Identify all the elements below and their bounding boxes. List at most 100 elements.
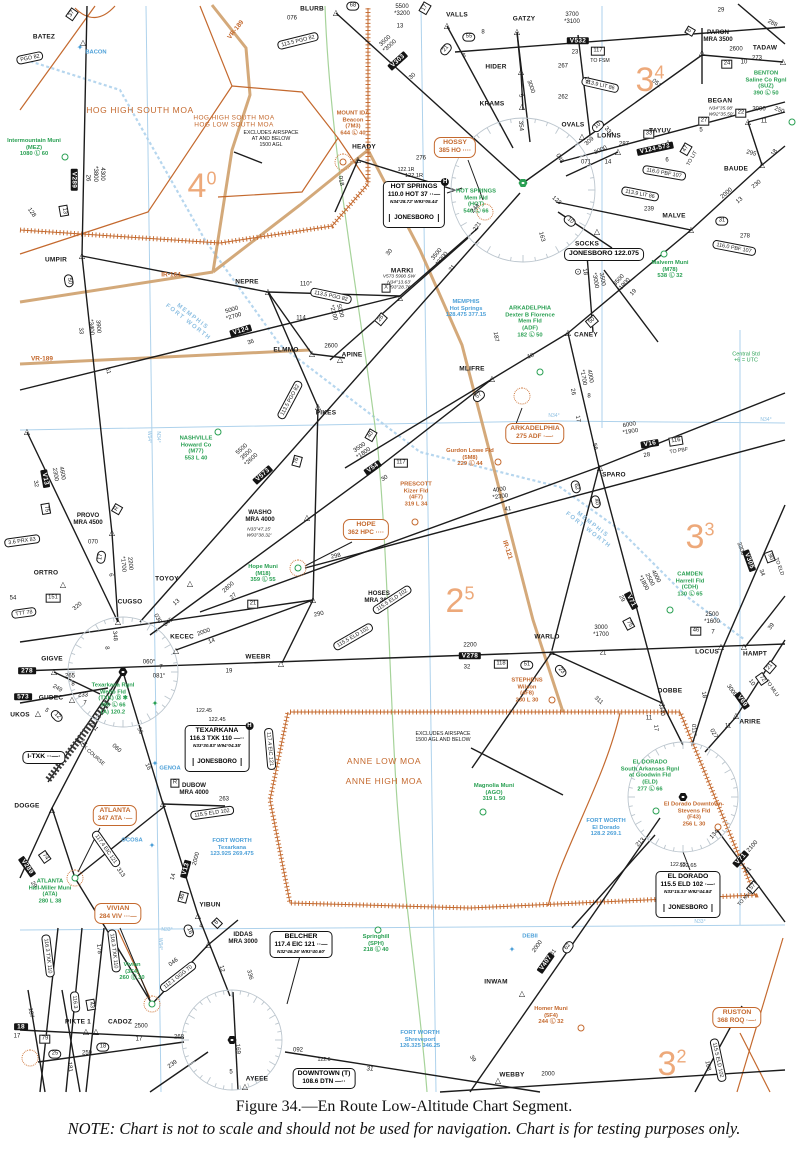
airport-label-green: ARKADELPHIA Dexter B Florence Mem Fld (A… (505, 305, 555, 338)
compass-rose (181, 989, 283, 1091)
hiwas-icon: H (245, 722, 254, 730)
route-number: 092 (292, 1047, 304, 1054)
route-number: 265 (64, 673, 76, 680)
route-number: 221 (472, 220, 483, 233)
airway-ident-box: 278 (18, 667, 36, 675)
airport-circle-green-icon (536, 368, 544, 376)
airport-label-green: Vivian (3F4) 260 Ⓛ 30 (119, 962, 145, 982)
mea-box: R (110, 502, 124, 516)
moa-name: ANNE HIGH MOA (345, 776, 423, 787)
navaid-flag: 112.1 GGG 70 (158, 960, 198, 994)
fix-triangle-icon: △ (241, 1082, 249, 1091)
fix-triangle-icon: △ (68, 695, 76, 704)
route-number: 17 (652, 724, 659, 732)
ndb-ring-icon (21, 1049, 39, 1067)
route-number: 2500 (134, 1023, 148, 1030)
route-number: 4000 *2300 (492, 486, 509, 502)
airport-circle-green-icon (660, 250, 668, 258)
route-number: 309 (583, 136, 596, 148)
route-number: 11 (645, 715, 653, 722)
fix-triangle-icon: △ (494, 1076, 502, 1085)
training-route-label: IR-164 (161, 271, 181, 279)
fix-name: MARKI (390, 267, 414, 275)
graticule-label: N34° (760, 417, 772, 424)
vortac-star-icon: ✦ (151, 699, 159, 708)
mea-box: 27 (698, 116, 710, 126)
fix-triangle-icon: △ (548, 647, 556, 656)
sector-number: 32 (657, 1045, 687, 1083)
moa-boundaries (19, 5, 784, 1093)
fix-name: IDDAS MRA 3000 (228, 930, 258, 945)
route-number: 354 (517, 120, 524, 132)
route-number: 41 (504, 506, 512, 513)
route-number: 21 (599, 650, 607, 657)
fix-triangle-icon: △ (309, 595, 317, 604)
mea-box: 17 (418, 0, 432, 16)
airport-circle-orange-icon (411, 518, 419, 526)
fix-name: TOYOY (155, 575, 179, 583)
route-number: 134 (709, 828, 721, 841)
route-number: 31 (366, 1065, 374, 1073)
note-text: TO ELD (772, 556, 785, 577)
route-number: 5000 *2200 (328, 303, 345, 322)
route-number: 26 (84, 174, 91, 182)
route-number: 045 (162, 617, 175, 629)
fix-name: GIGVE (41, 655, 63, 663)
route-number: 2600 (729, 46, 743, 53)
fix-name: PIKES (315, 409, 337, 417)
fix-name: HIDER (485, 63, 507, 71)
route-number: 6000 *1900 (622, 421, 639, 437)
route-number: 3900 *3400 (87, 319, 102, 336)
airport-circle-green-icon (652, 807, 660, 815)
fix-triangle-icon: △ (518, 989, 526, 998)
airport-circle-green-icon (479, 808, 487, 816)
fix-triangle-icon: △ (264, 287, 272, 296)
fix-triangle-icon: △ (48, 805, 56, 814)
route-number: 6 (107, 573, 114, 577)
vor-hexagon-icon (518, 179, 528, 187)
route-number: 262 (557, 94, 569, 101)
route-number: 10 (740, 59, 748, 66)
airport-label-green: Texarkana Rgnl Webb Fld (TXK) Ⓓ ✱ 390 Ⓛ … (91, 682, 135, 715)
route-number: 5 (229, 1069, 233, 1076)
airport-circle-green-icon (666, 606, 674, 614)
fix-triangle-icon: △ (518, 102, 526, 111)
fix-name: APINE (341, 351, 363, 359)
fix-triangle-icon: △ (614, 147, 622, 156)
route-number: 178 (94, 943, 103, 955)
route-number: 3300 (735, 541, 746, 557)
moa-name: HOG HIGH SOUTH MOA HOG LOW SOUTH MOA (193, 114, 275, 129)
fix-triangle-icon: △ (740, 642, 748, 651)
sector-number: 25 (445, 582, 475, 620)
navaid-data-box: DOWNTOWN (T)108.6 DTN —·· (292, 1068, 356, 1090)
mea-box: 37 (65, 6, 79, 22)
route-number: 250 (773, 105, 785, 116)
artcc-boundary (19, 56, 746, 641)
fix-name: BLURB (300, 5, 324, 13)
graticule-label: N34° (548, 413, 560, 420)
fix-triangle-icon: △ (78, 251, 86, 260)
route-number: 18 (699, 691, 707, 699)
route-number: 19 (629, 288, 639, 298)
route-number: 7 (159, 664, 163, 671)
fix-triangle-icon: △ (578, 132, 586, 141)
airway-ident-box: V124 (229, 324, 253, 338)
fix-triangle-icon: △ (204, 940, 212, 949)
mileage-pennant: 25 (48, 1049, 62, 1059)
fix-triangle-icon: △ (332, 8, 340, 17)
route-number: 18 (582, 75, 591, 84)
route-number: 27 (229, 592, 239, 602)
route-number: 187 (26, 1007, 35, 1019)
fix-name: UKOS (10, 711, 30, 719)
fix-triangle-icon: △ (108, 528, 116, 537)
fix-triangle-icon: △ (114, 617, 122, 626)
graticule-label: N33° (161, 927, 173, 934)
route-number: 011° (689, 723, 697, 737)
airport-label-orange: PRESCOTT Kizer Fld (4F7) 319 L 34 (400, 481, 432, 508)
navaid-flag: 113.5 PGO 82 (276, 31, 320, 51)
fix-triangle-icon: △ (396, 293, 404, 302)
mileage-pennant: 31 (715, 216, 729, 226)
airport-label-green: BENTON Saline Co Rgnl (SUZ) 390 Ⓛ 50 (745, 70, 787, 97)
mea-box: 43 (85, 998, 97, 1012)
